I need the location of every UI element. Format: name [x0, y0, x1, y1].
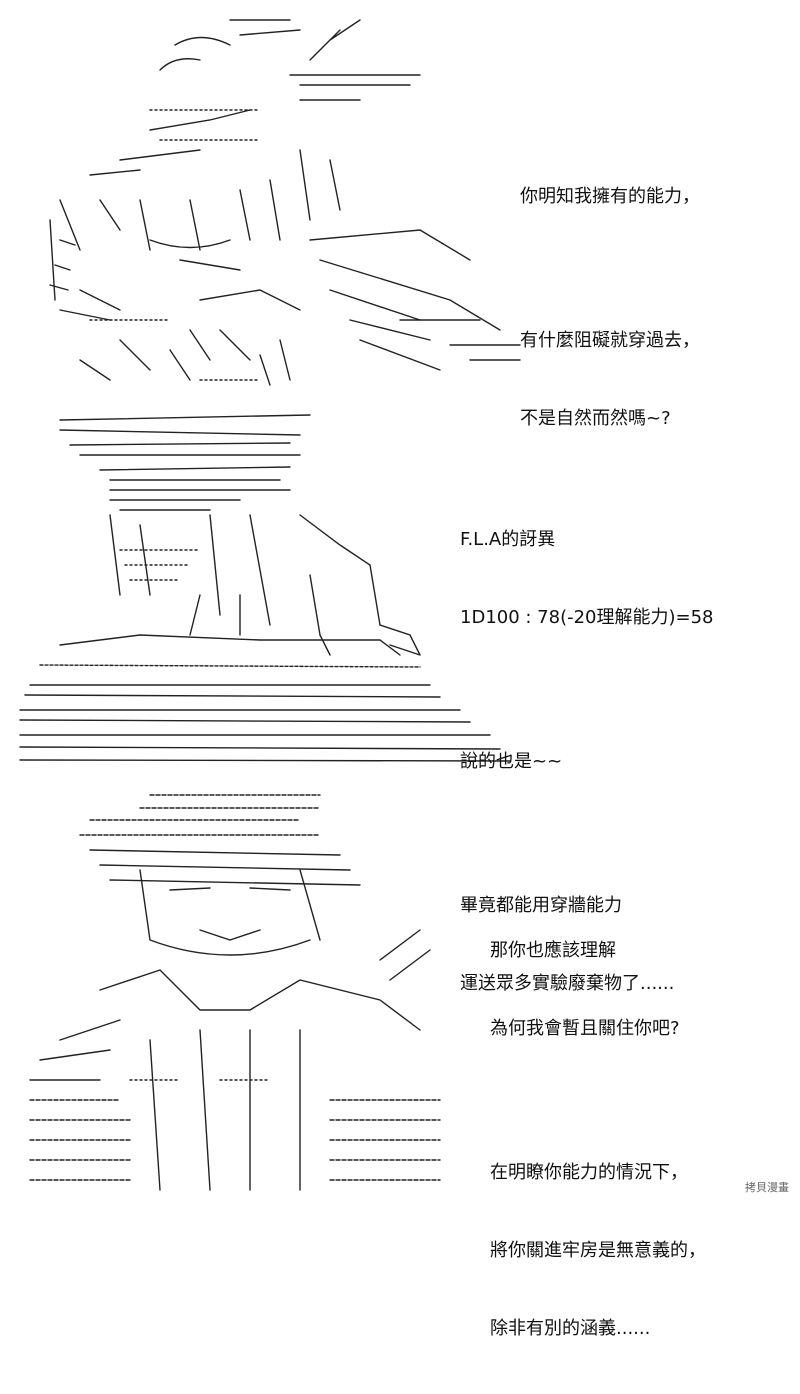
dialogue-line: 不是自然而然嗎~?	[520, 408, 671, 429]
dialogue-line: 除非有別的涵義......	[490, 1318, 651, 1339]
ascii-art-hatted-figure	[0, 780, 460, 1200]
ascii-art-character-sitting	[0, 395, 520, 780]
ascii-art-character-flying	[0, 0, 560, 395]
panel-1: 你明知我擁有的能力， 有什麼阻礙就穿過去， 不是自然而然嗎~?	[0, 0, 800, 429]
fla-label: F.L.A的訝異	[460, 529, 556, 550]
dice-roll: 1D100 : 78(-20理解能力)=58	[460, 607, 714, 628]
watermark-label: 拷貝漫畫	[742, 1178, 792, 1196]
dialogue-line: 你明知我擁有的能力，	[520, 186, 700, 207]
dialogue-line: 有什麼阻礙就穿過去，	[520, 330, 700, 351]
dialogue-box-2: F.L.A的訝異 1D100 : 78(-20理解能力)=58 說的也是~~ 畢…	[460, 475, 714, 1049]
dialogue-box-1: 你明知我擁有的能力， 有什麼阻礙就穿過去， 不是自然而然嗎~?	[520, 132, 700, 484]
dialogue-line: 為何我會暫且關住你吧?	[490, 1018, 680, 1039]
panel-3: 那你也應該理解 為何我會暫且關住你吧? 在明瞭你能力的情況下， 將你關進牢房是無…	[0, 780, 800, 1339]
dialogue-line: 在明瞭你能力的情況下，	[490, 1162, 688, 1183]
dialogue-line: 畢竟都能用穿牆能力	[460, 895, 622, 916]
dialogue-line: 說的也是~~	[460, 751, 563, 772]
panel-2: F.L.A的訝異 1D100 : 78(-20理解能力)=58 說的也是~~ 畢…	[0, 395, 800, 994]
dialogue-line: 運送眾多實驗廢棄物了......	[460, 973, 675, 994]
dialogue-line: 那你也應該理解	[490, 940, 616, 961]
dialogue-line: 將你關進牢房是無意義的，	[490, 1240, 706, 1261]
dialogue-box-3: 那你也應該理解 為何我會暫且關住你吧? 在明瞭你能力的情況下， 將你關進牢房是無…	[490, 886, 706, 1394]
